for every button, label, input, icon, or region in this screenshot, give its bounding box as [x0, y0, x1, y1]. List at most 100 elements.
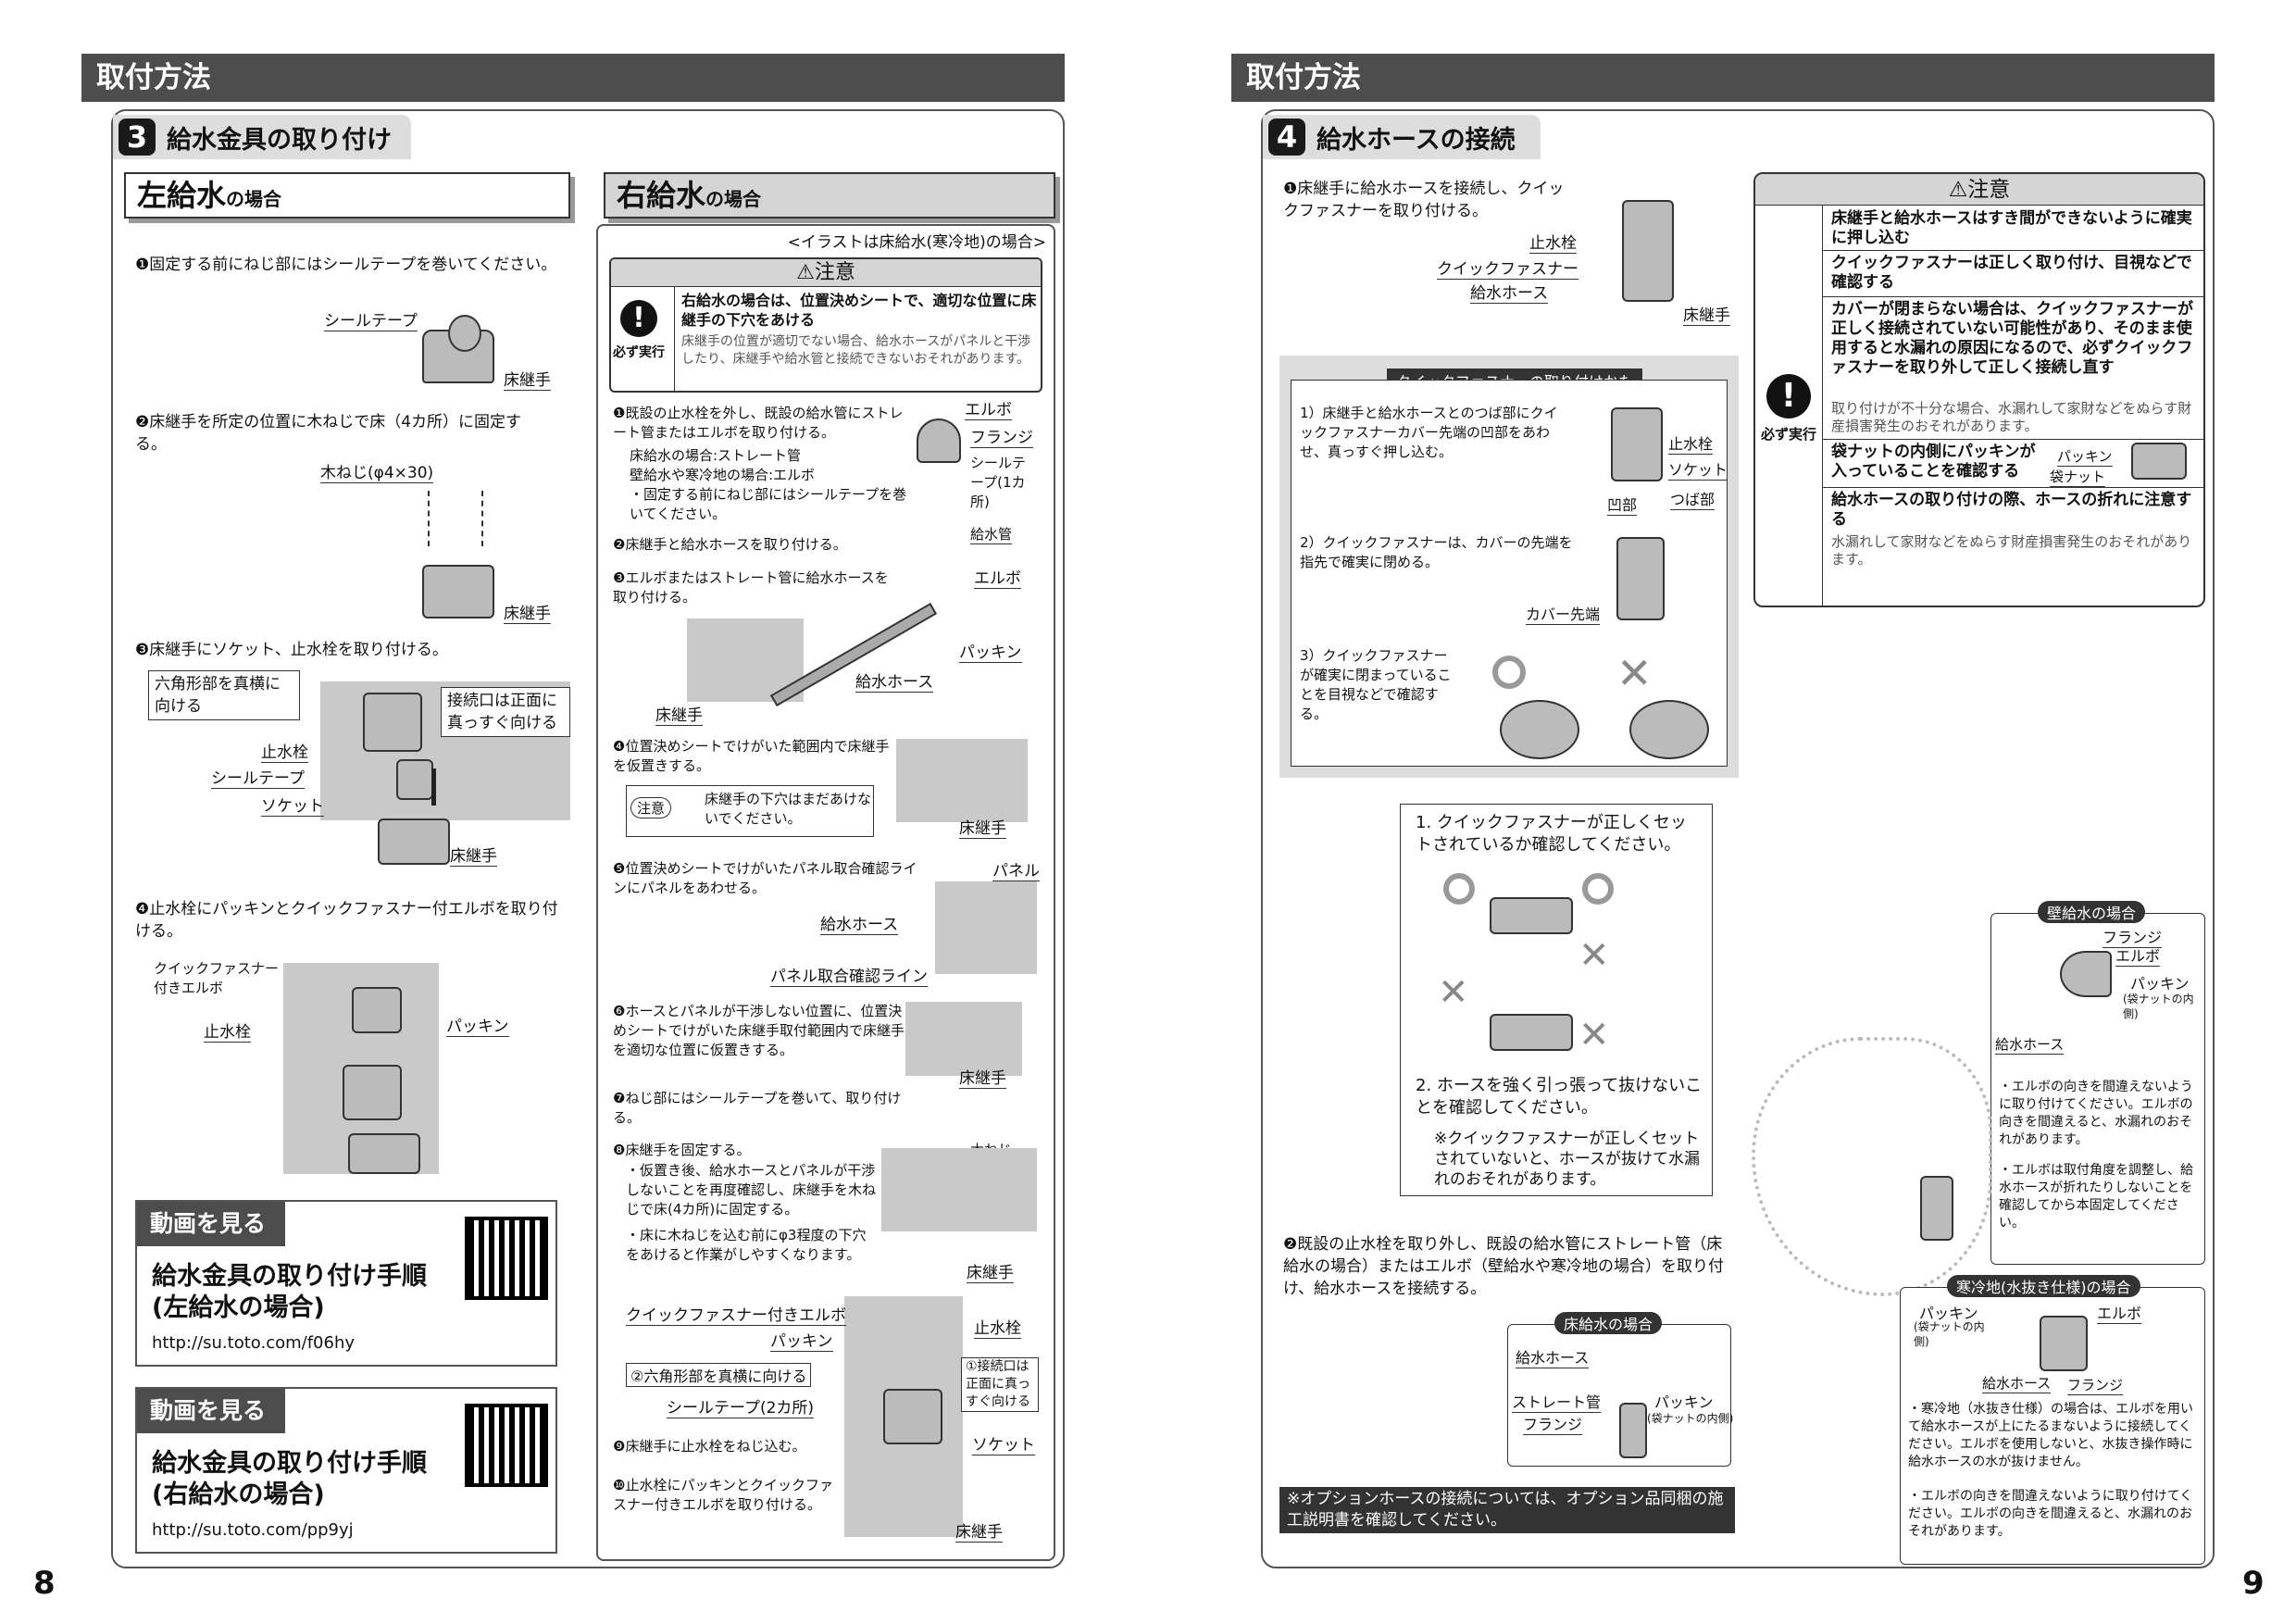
video-url-2[interactable]: http://su.toto.com/pp9yj	[152, 1520, 354, 1540]
lbl-packing-r2: パッキン	[770, 1328, 833, 1352]
lbl-screw: 木ねじ(φ4×30)	[320, 459, 434, 483]
panel-illus-3	[935, 881, 1037, 974]
caution-r3-gray: 取り付けが不十分な場合、水漏れして家財などをぬらす財産損害発生のおそれがあります…	[1831, 400, 2192, 434]
video-title-b2: (右給水の場合)	[152, 1480, 325, 1509]
qf-elbow-illus	[352, 987, 402, 1033]
lbl-stopcock: 止水栓	[261, 739, 308, 763]
qr-code-icon-2	[465, 1404, 548, 1487]
stopcock-illus-r	[883, 1389, 942, 1444]
note-tag: 注意	[630, 797, 672, 818]
rc-step10: ❿止水栓にパッキンとクイックファスナー付きエルボを取り付ける。	[613, 1477, 833, 1513]
floor-supply-title: 床給水の場合	[1554, 1312, 1663, 1334]
video-title-b1: 給水金具の取り付け手順	[152, 1449, 427, 1478]
ng-cross-icon-2: ✕	[1578, 934, 1610, 977]
caution-r4: 袋ナットの内側にパッキンが入っていることを確認する	[1831, 443, 2036, 481]
ng-cross-icon-3: ✕	[1438, 971, 1469, 1014]
lbl-seal-r: シールテープ(2カ所)	[667, 1394, 815, 1418]
lbl-socket: ソケット	[261, 793, 324, 817]
rc-step3: ❸エルボまたはストレート管に給水ホースを取り付ける。	[613, 569, 889, 606]
rc-step9: ❾床継手に止水栓をねじ込む。	[613, 1438, 806, 1455]
floor-joint-illus-3	[378, 818, 450, 865]
rc-step4: ❹位置決めシートでけがいた範囲内で床継手を仮置きする。	[613, 738, 890, 774]
lbl-floor-straight: ストレート管	[1512, 1390, 1602, 1413]
cold-region-box: 寒冷地(水抜き仕様)の場合 パッキン (袋ナットの内側) エルボ 給水ホース フ…	[1900, 1275, 2205, 1565]
rc-step2: ❷床継手と給水ホースを取り付ける。	[613, 536, 847, 553]
lbl-supply-pipe: 給水管	[970, 526, 1013, 544]
caution-divider	[674, 287, 675, 391]
elbow-illus	[917, 418, 961, 463]
lbl-seal-tape-2: シールテープ	[211, 765, 305, 789]
wall-note-1: ・エルボの向きを間違えないように取り付けてください。エルボの向きを間違えると、水…	[1999, 1080, 2193, 1147]
cold-elbow-illus	[2040, 1316, 2088, 1371]
video-title-b: 給水金具の取り付け手順 (右給水の場合)	[152, 1448, 427, 1511]
right-col-frame	[596, 224, 1055, 1561]
joint-pipe	[448, 315, 481, 352]
caution-vline	[1822, 206, 1823, 606]
right-caution-box: ⚠注意 ! 必ず実行 右給水の場合は、位置決めシートで、適切な位置に床継手の下穴…	[609, 257, 1042, 393]
rc-step1a: 床給水の場合:ストレート管	[630, 447, 802, 464]
lbl-floor-flange: フランジ	[1523, 1412, 1583, 1435]
lbl-qf-socket: ソケット	[1668, 457, 1728, 481]
step3-header: 3 給水金具の取り付け	[113, 115, 411, 159]
lbl-wall-packing: パッキン	[2130, 975, 2190, 993]
rc-step1c: ・固定する前にねじ部にはシールテープを巻いてください。	[630, 486, 907, 522]
lbl-cold-elbow: エルボ	[2097, 1301, 2142, 1324]
lbl-wall-hose: 給水ホース	[1995, 1036, 2065, 1055]
lbl-floor-joint-r2: 床継手	[959, 815, 1006, 839]
video-box-right[interactable]: 動画を見る 給水金具の取り付け手順 (右給水の場合) http://su.tot…	[135, 1387, 557, 1554]
cold-note-2: ・エルボの向きを間違えないように取り付けてください。エルボの向きを間違えると、水…	[1908, 1489, 2193, 1539]
step-number-4: 4	[1268, 119, 1305, 156]
lbl-floor-joint-r3: 床継手	[959, 1065, 1006, 1089]
step-title-4: 給水ホースの接続	[1316, 125, 1516, 155]
rc-step4-note: 注意 床継手の下穴はまだあけないでください。	[626, 785, 874, 837]
illust-note: <イラストは床給水(寒冷地)の場合>	[787, 233, 1046, 252]
check-3: ※クイックファスナーが正しくセットされていないと、ホースが抜けて水漏れのおそれが…	[1434, 1130, 1700, 1189]
check-illus-1	[1490, 897, 1573, 934]
ok-circle-icon-3	[1582, 873, 1614, 905]
stopcock-illus-2	[343, 1065, 402, 1120]
caution-r1: 床継手と給水ホースはすき間ができないように確実に押し込む	[1831, 209, 2192, 247]
floor-pipe-illus	[1619, 1403, 1647, 1458]
video-box-left[interactable]: 動画を見る 給水金具の取り付け手順 (左給水の場合) http://su.tot…	[135, 1200, 557, 1367]
must-do-label: 必ず実行	[613, 345, 665, 360]
socket-illus	[396, 759, 433, 800]
lc-step3: ❸床継手にソケット、止水栓を取り付ける。	[135, 641, 448, 659]
video-title-1: 給水金具の取り付け手順	[152, 1262, 427, 1291]
lbl-packing: パッキン	[446, 1013, 509, 1037]
qr-code-icon	[465, 1217, 548, 1300]
col-title-small: の場合	[226, 188, 282, 210]
step-number: 3	[119, 119, 156, 156]
lbl-cover-tip: カバー先端	[1526, 602, 1601, 625]
must-do-label-2: 必ず実行	[1761, 426, 1817, 443]
rc-step5: ❺位置決めシートでけがいたパネル取合確認ラインにパネルをあわせる。	[613, 860, 917, 896]
step-title: 給水金具の取り付け	[167, 125, 392, 155]
lbl-wall-flange: フランジ	[2103, 925, 2163, 948]
lbl-r-floorjoint: 床継手	[1683, 302, 1730, 326]
lbl-floor-packing: パッキン	[1654, 1393, 1714, 1411]
hose-curve-illus	[1752, 1037, 1992, 1296]
caution-bold: 右給水の場合は、位置決めシートで、適切な位置に床継手の下穴をあける	[681, 292, 1037, 329]
lbl-connect-r: ①接続口は正面に真っすぐ向ける	[961, 1357, 1039, 1412]
ok-circle-icon-2	[1443, 873, 1475, 905]
wall-elbow-illus	[2060, 951, 2112, 997]
r-stopcock-illus	[1622, 200, 1674, 302]
main-caution-header: ⚠注意	[1755, 174, 2203, 206]
video-url[interactable]: http://su.toto.com/f06hy	[152, 1333, 356, 1353]
lbl-elbow: エルボ	[965, 396, 1012, 420]
wall-supply-title: 壁給水の場合	[2038, 901, 2146, 923]
ok-circle-icon	[1492, 656, 1526, 689]
ng-cross-icon-4: ✕	[1578, 1014, 1610, 1056]
c-sep1	[1822, 250, 2203, 251]
panel-illus-4	[905, 1002, 1022, 1076]
rc-step7: ❼ねじ部にはシールテープを巻いて、取り付ける。	[613, 1090, 902, 1126]
lbl-hex-r: ②六角形部を真横に向ける	[626, 1363, 812, 1387]
caution-r2: クイックファスナーは正しく取り付け、目視などで確認する	[1831, 254, 2192, 292]
lbl-socket-r: ソケット	[972, 1431, 1035, 1455]
lbl-seal-tape: シールテープ	[324, 307, 418, 331]
page-number-left: 8	[33, 1565, 56, 1602]
lbl-qf-flange: つば部	[1670, 487, 1716, 510]
rc-step1: ❶既設の止水栓を外し、既設の給水管にストレート管またはエルボを取り付ける。	[613, 405, 904, 441]
page-number-right: 9	[2242, 1565, 2265, 1602]
col-title-r-small: の場合	[705, 188, 762, 210]
lbl-floor-packing-note: (袋ナットの内側)	[1647, 1412, 1734, 1425]
